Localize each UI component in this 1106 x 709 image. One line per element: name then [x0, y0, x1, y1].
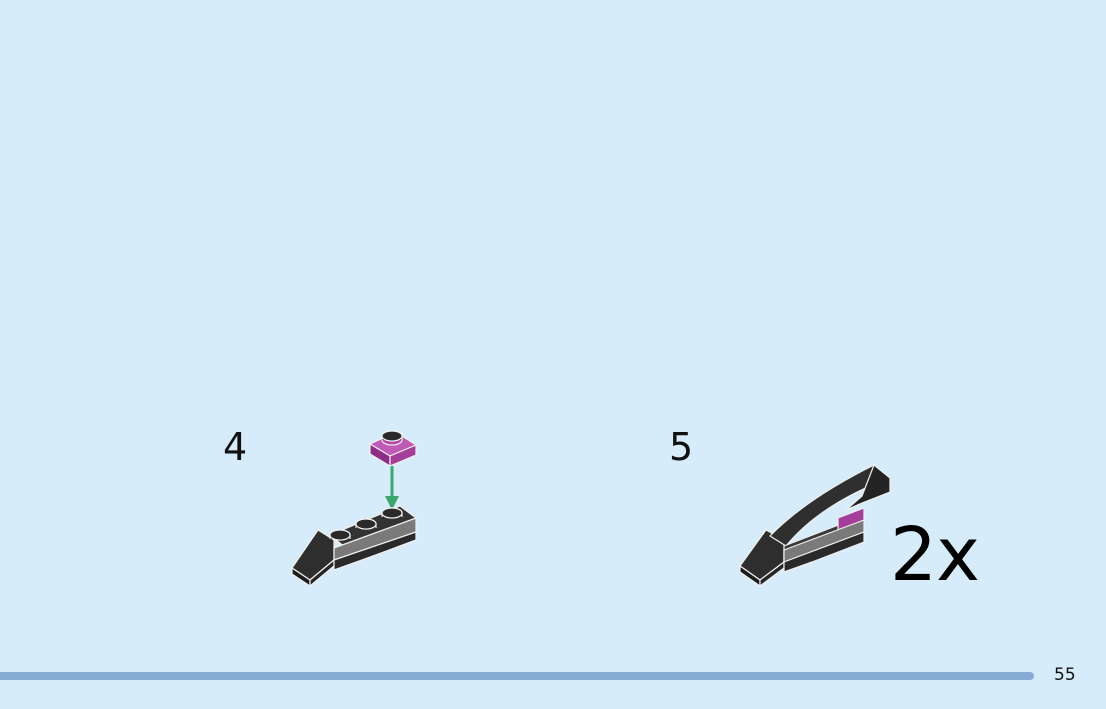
- step-4-number: 4: [223, 425, 248, 469]
- page-footer-bar: [0, 672, 1034, 680]
- magenta-plate-brick: [369, 430, 417, 467]
- wing-assembly: [739, 464, 891, 587]
- quantity-multiplier: 2x: [890, 512, 980, 598]
- placement-arrow: [385, 466, 399, 510]
- wedge-base-brick: [291, 505, 417, 587]
- page-number: 55: [1054, 665, 1076, 685]
- step-5-number: 5: [669, 425, 694, 469]
